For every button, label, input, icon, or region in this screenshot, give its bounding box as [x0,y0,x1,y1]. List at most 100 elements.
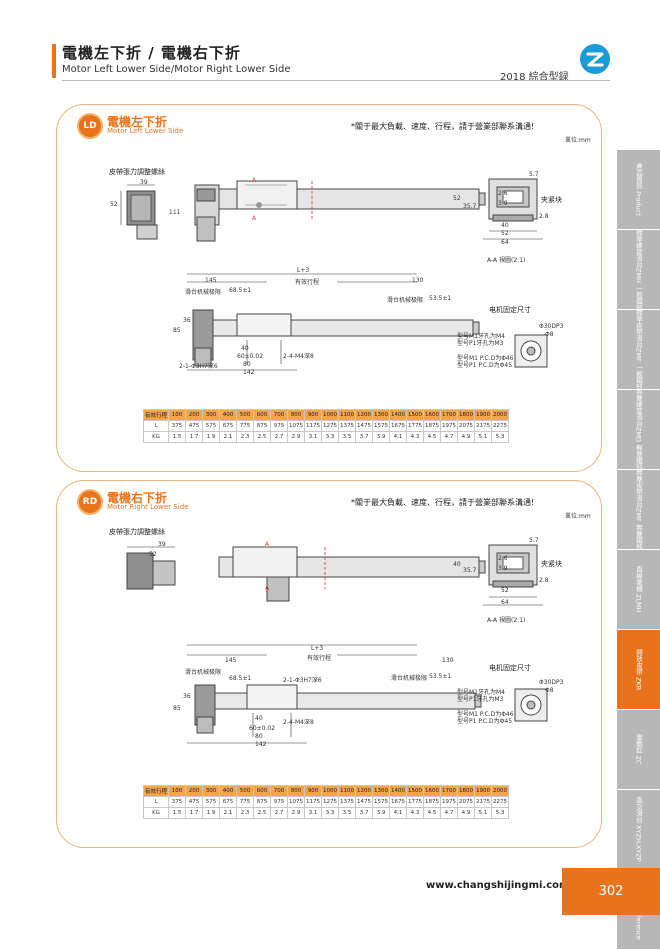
ld-motor-limit: 滑台机械极限 [387,297,424,304]
tab-product[interactable]: 產品資訊 Product [617,150,660,230]
ld-stroke-cell: 1600 [423,409,442,421]
rd-stroke-cell: 900 [304,785,323,797]
tab-zmd[interactable]: 無塵螺旋滑台ZMD 無塵鐵殼 [617,388,660,471]
rd-dim-130: 130 [442,657,454,664]
ld-deep: Φ8 [545,331,554,338]
ld-weight-cell: 1.7 [185,431,204,443]
ld-length-cell: 875 [253,420,272,432]
ld-dim-111: 111 [169,209,181,216]
ld-p1-note: 型号P1牙孔为M3 [457,340,504,347]
rd-length-cell: 375 [168,796,187,808]
ld-length-cell: 1175 [304,420,323,432]
tab-label: 產品資訊 Product [634,163,643,216]
rd-side-view-drawing [187,644,482,744]
ld-dim-60: 60±0.02 [237,353,264,360]
rd-length-cell: 2075 [457,796,476,808]
tab-xyzh[interactable]: 直交滑台 XYZH,XYZP [617,790,660,870]
ld-length-cell: 975 [270,420,289,432]
rd-weight-cell: 1.7 [185,807,204,819]
ld-m1-note: 型号M1牙孔为M4 [457,333,505,340]
tab-zmh[interactable]: 標準螺旋滑台ZMH 一般鐵殼 [617,229,660,311]
ld-stroke-cell: 800 [287,409,306,421]
ld-slider-val: 68.5±1 [229,287,252,294]
rd-bore: Φ30DP3 [539,679,564,686]
ld-stroke-cell: 900 [304,409,323,421]
tab-zkr[interactable]: 開放皮帶 ZKR [617,630,660,710]
rd-weight-cell: 1.9 [202,807,221,819]
ld-weight-cell: 3.3 [321,431,340,443]
rd-length-cell: 1875 [423,796,442,808]
ld-length-cell: 1575 [372,420,391,432]
ld-weight-cell: 3.9 [372,431,391,443]
rd-weight-cell: 4.9 [457,807,476,819]
ld-weight-cell: 2.5 [253,431,272,443]
rd-stroke-cell: 1700 [440,785,459,797]
rd-weight-cell: 2.5 [253,807,272,819]
ld-motor-mount-drawing [514,334,548,368]
rd-section-a-top: A [265,541,270,548]
ld-dim-40: 40 [241,345,249,352]
rd-load-note: *關于最大負載、速度、行程，請于營業部聯系溝通! [351,498,535,507]
ld-weight-cell: 1.5 [168,431,187,443]
tab-zlmh[interactable]: 直線電機 ZLMH [617,550,660,630]
rd-weight-header: KG [142,807,170,819]
rd-length-cell: 575 [202,796,221,808]
rd-section-view-drawing [483,544,543,606]
ld-dim-85: 85 [173,327,181,334]
ld-stroke-cell: 600 [253,409,272,421]
tab-zmf[interactable]: 標準皮帶滑台ZMF 一般鐵殼 [617,309,660,390]
ld-stroke-cell: 1900 [474,409,493,421]
ld-m1pcd-note: 型号M1 P.C.D为Φ46 [457,355,514,362]
ld-section-label: A-A 視圖(2:1) [487,257,526,264]
ld-dim-52c: 52 [501,230,509,237]
rd-weight-cell: 2.9 [287,807,306,819]
ld-length-cell: 2075 [457,420,476,432]
rd-dim-3-9: 3.9 [498,565,508,572]
tab-label: 直線電機 ZLMH [634,566,643,613]
ld-dim-2-6: 2.6 [498,190,508,197]
ld-dim-35-7: 35.7 [463,203,477,210]
rd-eff-stroke: 有效行程 [307,655,332,662]
rd-dim-52b: 52 [501,587,509,594]
ld-length-cell: 1975 [440,420,459,432]
ld-stroke-cell: 1100 [338,409,357,421]
ld-dim-2-8: 2.8 [539,213,549,220]
ld-slider-limit: 滑台机械极限 [185,289,222,296]
rd-length-cell: 2175 [474,796,493,808]
rd-length-cell: 975 [270,796,289,808]
rd-dim-2-6: 2.6 [498,555,508,562]
ld-length-cell: 1275 [321,420,340,432]
tab-zmf-clean[interactable]: 無塵皮帶滑台ZMF 無塵鐵殼 [617,469,660,550]
tab-zc[interactable]: 電動缸 ZC [617,710,660,790]
rd-weight-cell: 3.7 [355,807,374,819]
rd-stroke-cell: 1000 [321,785,340,797]
rd-motor-limit: 滑台机械极限 [391,675,428,682]
rd-slider-limit: 滑台机械极限 [185,669,222,676]
ld-dim-142: 142 [243,369,255,376]
rd-unit: 單位:mm [565,513,591,520]
ld-stroke-cell: 700 [270,409,289,421]
rd-m1-note: 型号M1牙孔为M4 [457,689,505,696]
rd-motor-mount-title: 电机固定尺寸 [489,664,531,672]
rd-dim-39: 39 [158,541,166,548]
ld-weight-cell: 2.1 [219,431,238,443]
brand-logo-icon [580,44,610,74]
ld-weight-cell: 2.9 [287,431,306,443]
rd-slider-val: 68.5±1 [229,675,252,682]
footer-url[interactable]: www.changshijingmi.com [426,880,570,891]
rd-length-cell: 1175 [304,796,323,808]
rd-dim-52: 52 [149,551,157,558]
ld-length-cell: 1675 [389,420,408,432]
rd-stroke-cell: 800 [287,785,306,797]
ld-weight-cell: 2.7 [270,431,289,443]
ld-belt-label: 皮帶張力調整螺絲 [109,168,165,176]
rd-length-cell: 775 [236,796,255,808]
rd-length-cell: 1475 [355,796,374,808]
rd-weight-cell: 3.9 [372,807,391,819]
ld-hole1: 2-1-Φ3H7深6 [179,363,218,370]
rd-dim-40: 40 [453,561,461,568]
rd-dim-85: 85 [173,705,181,712]
ld-length-header: L [142,420,170,432]
